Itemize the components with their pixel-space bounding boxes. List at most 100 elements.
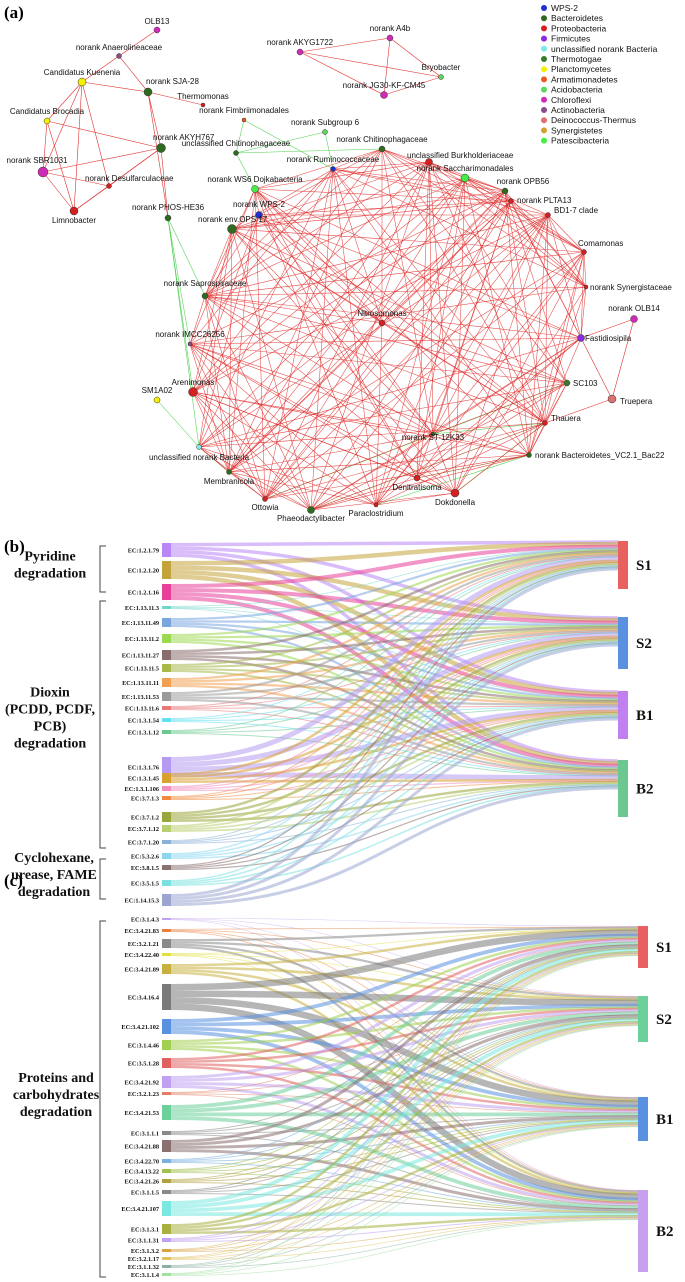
link-ec-3-4-21-83-s2 [170,929,639,998]
network-edge [544,337,582,424]
target-node-s2 [638,996,648,1042]
network-edge [583,251,587,288]
link-ec-3-8-1-5-s1 [170,566,619,867]
group-label-dioxin-pcdd-pcdf-pcb-degradation-line-1: (PCDD, PCDF, [5,703,95,718]
network-edge [198,177,466,448]
node-norank-olb14 [630,315,638,323]
group-label-proteins-and-carbohydrates-degradation-line-0: Proteins and [18,1071,94,1086]
link-ec-1-13-11-5-b1 [170,668,619,704]
link-ec-3-4-21-107-b1 [170,1119,639,1213]
ec-label-ec-3-1-4-3: EC:3.1.4.3 [131,916,159,923]
source-node-ec-3-8-1-5 [162,865,171,870]
group-label-proteins-and-carbohydrates-degradation-line-1: carbohydrates [13,1088,100,1103]
node-sc103 [563,379,571,387]
group-label-cyclohexane-urease-fame-degradation-line-1: urease, FAME [11,868,97,883]
node-label-norank-imcc26256: norank IMCC26256 [155,330,225,339]
source-node-ec-3-2-1-23 [162,1092,171,1095]
source-node-ec-3-1-1-31 [162,1238,171,1242]
link-ec-3-8-1-5-b1 [170,716,619,869]
legend-label-synergistetes: Synergistetes [551,125,603,135]
source-node-ec-1-13-11-53 [162,692,171,701]
ec-label-ec-3-5-1-28: EC:3.5.1.28 [128,1060,159,1067]
network-edge [580,337,613,400]
network-edge [198,228,233,448]
legend-label-patescibacteria: Patescibacteria [551,136,609,146]
node-label-unclassified-norank-bacteria: unclassified norank Bacteria [149,453,250,462]
link-ec-3-4-21-88-s1 [170,944,639,1143]
link-ec-3-5-1-28-s1 [170,937,639,1061]
target-label-s2: S2 [636,636,652,652]
network-edge [464,177,530,456]
target-node-s1 [638,926,648,968]
link-ec-3-7-1-20-s1 [170,564,619,841]
network-edge [231,228,456,494]
ec-label-ec-3-4-21-89: EC:3.4.21.89 [125,966,159,973]
network-edge [332,148,383,170]
node-norank-desulfarculaceae [106,183,112,189]
link-ec-3-4-22-70-b2 [170,1162,639,1212]
network-edge [381,148,512,202]
ec-label-ec-3-4-21-83: EC:3.4.21.83 [125,928,159,935]
source-node-ec-3-7-1-3 [162,796,171,800]
network-edge [510,200,587,288]
link-ec-3-5-1-5-b2 [170,785,619,886]
source-node-ec-3-1-1-32 [162,1265,171,1268]
network-edge [254,188,383,324]
link-ec-1-13-11-53-s2 [170,629,619,697]
network-edge [254,188,434,435]
network-edge [228,188,256,473]
node-label-norank-sja-28: norank SJA-28 [146,77,199,86]
ec-label-ec-3-1-4-46: EC:3.1.4.46 [128,1042,159,1049]
network-edge [167,217,206,297]
node-label-unclassified-burkholderiaceae: unclassified Burkholderiaceae [407,151,514,160]
network-edge [310,454,530,511]
network-edge [189,168,334,345]
link-ec-3-4-22-70-s1 [170,946,639,1160]
network-edge [375,492,456,506]
node-denitratisoma [413,474,421,482]
ec-label-ec-3-1-1-1: EC:3.1.1.1 [131,1130,159,1137]
ec-label-ec-1-13-11-3: EC:1.13.11.3 [125,605,159,612]
node-sm1a02 [153,396,161,404]
node-label-norank-subgroup-6: norank Subgroup 6 [291,118,360,127]
node-ottowia [262,496,268,502]
link-ec-3-4-21-107-s2 [170,1018,639,1209]
network-edge [264,433,434,500]
link-ec-3-7-1-2-s2 [170,638,619,817]
node-label-norank-anaerolineaceae: norank Anaerolineaceae [76,43,163,52]
source-node-ec-3-4-22-40 [162,953,171,956]
link-ec-1-2-1-79-b1 [170,550,619,694]
source-node-ec-1-13-11-11 [162,678,171,687]
ec-label-ec-3-4-21-102: EC:3.4.21.102 [121,1024,159,1031]
network-edge [310,433,434,511]
node-membranicola [226,469,232,475]
ec-label-ec-3-4-22-40: EC:3.4.22.40 [125,952,159,959]
link-ec-1-2-1-79-s1 [170,540,619,547]
source-node-ec-3-4-21-102 [162,1019,171,1034]
group-bracket-dioxin-pcdd-pcdf-pcb-degradation [99,600,106,849]
link-ec-3-4-21-53-s2 [170,1011,639,1113]
network-edge [198,168,334,448]
network-edge [192,391,418,479]
link-ec-3-4-21-88-b1 [170,1115,639,1149]
ec-label-ec-3-2-1-23: EC:3.2.1.23 [128,1091,159,1098]
link-ec-3-1-1-1-s2 [170,1014,639,1133]
node-dokdonella [450,488,460,498]
link-ec-1-3-1-12-s1 [170,556,619,731]
network-edge [156,399,200,448]
network-edge [204,188,256,297]
source-node-ec-3-5-1-5 [162,880,171,886]
network-edge [310,214,549,511]
sankey-b-sources: EC:1.2.1.79EC:1.2.1.20EC:1.2.1.16EC:1.13… [122,543,171,906]
network-edge [383,76,442,96]
network-edge [381,322,546,424]
link-ec-3-4-16-4-s1 [170,929,639,991]
source-node-ec-3-1-4-46 [162,1040,171,1050]
link-ec-3-4-22-70-b1 [170,1117,639,1162]
target-label-s2: S2 [656,1012,672,1028]
target-label-b1: B1 [656,1112,674,1128]
node-norank-chitinophagaceae [378,145,386,153]
ec-label-ec-1-14-15-3: EC:1.14.15.3 [125,897,159,904]
source-node-ec-3-4-21-89 [162,964,171,974]
link-ec-3-4-21-26-s1 [170,947,639,1180]
